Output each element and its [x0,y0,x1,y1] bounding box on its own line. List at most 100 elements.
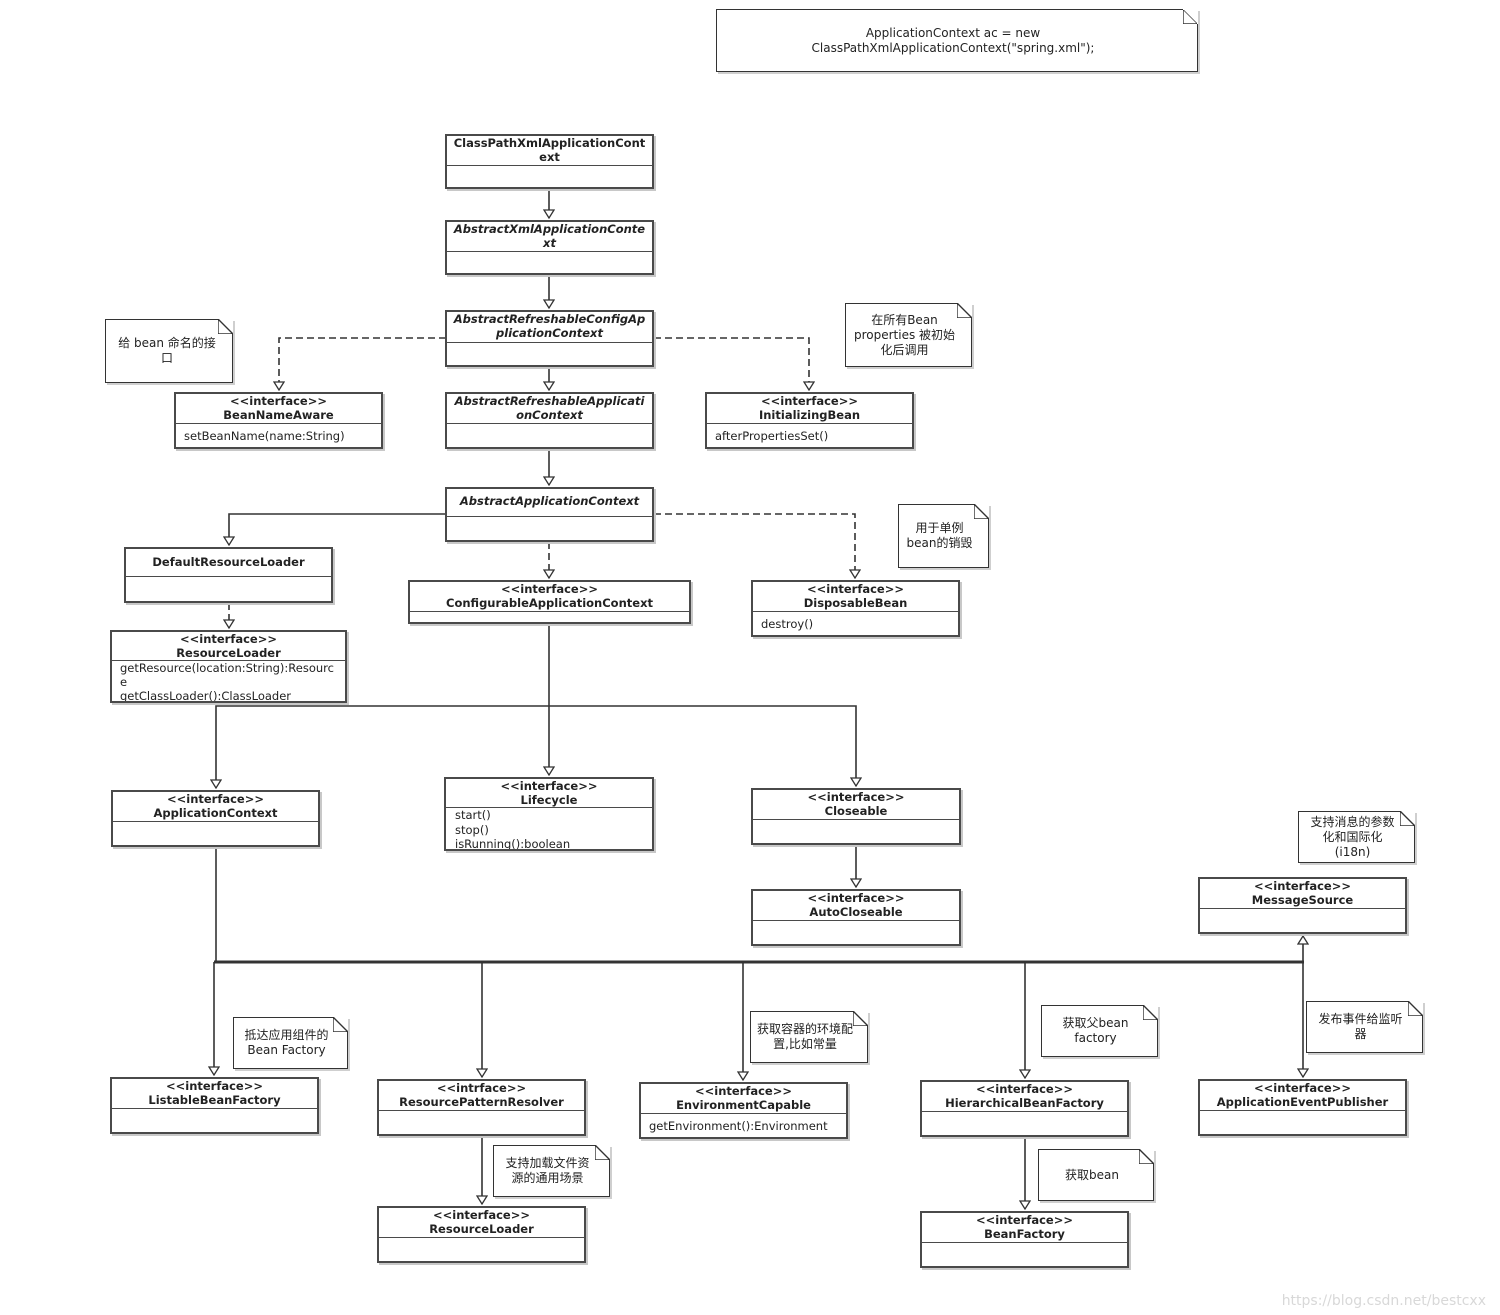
interface-header: <<interface>> ListableBeanFactory [112,1079,317,1107]
interface-name: InitializingBean [758,408,861,422]
interface-name: BeanFactory [984,1227,1065,1241]
class-defaultresourceloader[interactable]: DefaultResourceLoader [124,547,333,603]
interface-closeable[interactable]: <<interface>> Closeable [751,788,961,845]
interface-name: Lifecycle [520,793,578,807]
note-fold-icon [957,303,972,318]
interface-hierarchicalbeanfactory[interactable]: <<interface>> HierarchicalBeanFactory [920,1080,1129,1137]
interface-header: <<interface>> ApplicationEventPublisher [1200,1081,1405,1109]
interface-resourcepatternresolver[interactable]: <<intrface>> ResourcePatternResolver [377,1079,586,1136]
interface-name: Closeable [824,804,888,818]
class-abstractxmlapplicationcontext[interactable]: AbstractXmlApplicationContext [445,220,654,275]
class-name: ClassPathXmlApplicationContext [453,136,646,164]
note-fold-icon [1183,9,1198,24]
note-fold-icon [333,1017,348,1032]
note-fold-icon [1408,1001,1423,1016]
interface-name: ApplicationContext [153,806,278,820]
interface-header: <<interface>> Lifecycle [446,779,652,807]
stereotype-label: <<intrface>> [436,1081,527,1095]
method: getEnvironment():Environment [649,1119,828,1133]
interface-header: <<interface>> MessageSource [1200,879,1405,907]
edge-realize-disposable [654,513,855,578]
note-destroy: 用于单例 bean的销毁 [898,504,989,568]
stereotype-label: <<interface>> [694,1084,793,1098]
interface-resourceloader-bottom[interactable]: <<interface>> ResourceLoader [377,1206,586,1263]
method-list: start() stop() isRunning():boolean [455,808,644,849]
interface-configurableapplicationcontext[interactable]: <<interface>> ConfigurableApplicationCon… [408,580,691,624]
interface-name: MessageSource [1251,893,1354,907]
interface-beannameaware[interactable]: <<interface>> BeanNameAware setBeanName(… [174,392,383,449]
interface-name: EnvironmentCapable [676,1098,811,1112]
interface-environmentcapable[interactable]: <<interface>> EnvironmentCapable getEnvi… [639,1082,848,1139]
stereotype-label: <<interface>> [500,779,598,793]
interface-initializingbean[interactable]: <<interface>> InitializingBean afterProp… [705,392,914,449]
note-bean-name: 给 bean 命名的接口 [105,319,233,383]
note-bean-factory: 抵达应用组件的 Bean Factory [233,1017,348,1069]
note-i18n: 支持消息的参数化和国际化(i18n) [1298,811,1415,863]
interface-header: <<interface>> ConfigurableApplicationCon… [410,582,689,610]
stereotype-label: <<interface>> [975,1082,1074,1096]
stereotype-label: <<interface>> [806,582,905,596]
stereotype-label: <<interface>> [179,632,278,646]
interface-messagesource[interactable]: <<interface>> MessageSource [1198,877,1407,934]
note-fold-icon [1143,1005,1158,1020]
interface-listablebeanfactory[interactable]: <<interface>> ListableBeanFactory [110,1077,319,1134]
stereotype-label: <<interface>> [432,1208,531,1222]
interface-applicationcontext[interactable]: <<interface>> ApplicationContext [111,790,320,847]
class-abstractapplicationcontext[interactable]: AbstractApplicationContext [445,487,654,542]
edge-realize-initializingbean [654,337,809,390]
interface-disposablebean[interactable]: <<interface>> DisposableBean destroy() [751,580,960,637]
method-list: getEnvironment():Environment [649,1119,838,1134]
interface-name: DisposableBean [803,596,908,610]
watermark: https://blog.csdn.net/bestcxx [1281,1293,1486,1309]
method: destroy() [761,617,814,631]
interface-beanfactory[interactable]: <<interface>> BeanFactory [920,1211,1129,1268]
interface-name: HierarchicalBeanFactory [945,1096,1104,1110]
edge-abstractapp-to-defaultresourceloader [229,513,446,545]
method-list: getResource(location:String):Resource ge… [120,661,337,701]
class-abstractrefreshableconfigapplicationcontext[interactable]: AbstractRefreshableConfigApplicationCont… [445,310,654,367]
method: getResource(location:String):Resource [120,661,334,689]
interface-name: BeanNameAware [223,408,334,422]
note-get-bean: 获取bean [1038,1149,1154,1201]
interface-header: <<interface>> HierarchicalBeanFactory [922,1082,1127,1110]
method-list: setBeanName(name:String) [184,429,373,444]
interface-header: <<interface>> InitializingBean [707,394,912,422]
interface-resourceloader[interactable]: <<interface>> ResourceLoader getResource… [110,630,347,703]
interface-name: ConfigurableApplicationContext [446,596,653,610]
edge-realize-beannameaware [279,337,446,390]
edge-to-closeable [549,705,856,786]
method: afterPropertiesSet() [715,429,829,443]
interface-header: <<interface>> BeanNameAware [176,394,381,422]
interface-header: <<interface>> BeanFactory [922,1213,1127,1241]
note-event-publisher: 发布事件给监听器 [1306,1001,1423,1053]
method: start() [455,808,491,822]
interface-name: ResourceLoader [176,646,281,660]
class-name: AbstractRefreshableConfigApplicationCont… [453,312,646,340]
note-environment: 获取容器的环境配置,比如常量 [750,1011,868,1063]
interface-autocloseable[interactable]: <<interface>> AutoCloseable [751,889,961,946]
note-fold-icon [853,1011,868,1026]
interface-header: <<interface>> ResourceLoader [379,1208,584,1236]
stereotype-label: <<interface>> [807,790,905,804]
interface-applicationeventpublisher[interactable]: <<interface>> ApplicationEventPublisher [1198,1079,1407,1136]
interface-name: ResourceLoader [429,1222,534,1236]
stereotype-label: <<interface>> [165,1079,264,1093]
method: setBeanName(name:String) [184,429,345,443]
interface-name: ResourcePatternResolver [399,1095,564,1109]
interface-header: <<interface>> EnvironmentCapable [641,1084,846,1112]
interface-lifecycle[interactable]: <<interface>> Lifecycle start() stop() i… [444,777,654,851]
edge-to-applicationcontext [216,705,549,788]
stereotype-label: <<interface>> [1253,1081,1352,1095]
code-note: ApplicationContext ac = new ClassPathXml… [716,9,1198,72]
note-fold-icon [1400,811,1415,826]
class-abstractrefreshableapplicationcontext[interactable]: AbstractRefreshableApplicationContext [445,392,654,449]
interface-header: <<interface>> Closeable [753,790,959,818]
stereotype-label: <<interface>> [500,582,599,596]
note-fold-icon [974,504,989,519]
method: stop() [455,822,489,837]
class-classpathxmlapplicationcontext[interactable]: ClassPathXmlApplicationContext [445,134,654,189]
interface-header: <<interface>> ApplicationContext [113,792,318,820]
class-name: AbstractRefreshableApplicationContext [454,394,645,422]
note-parent-factory: 获取父bean factory [1041,1005,1158,1057]
interface-header: <<intrface>> ResourcePatternResolver [379,1081,584,1109]
